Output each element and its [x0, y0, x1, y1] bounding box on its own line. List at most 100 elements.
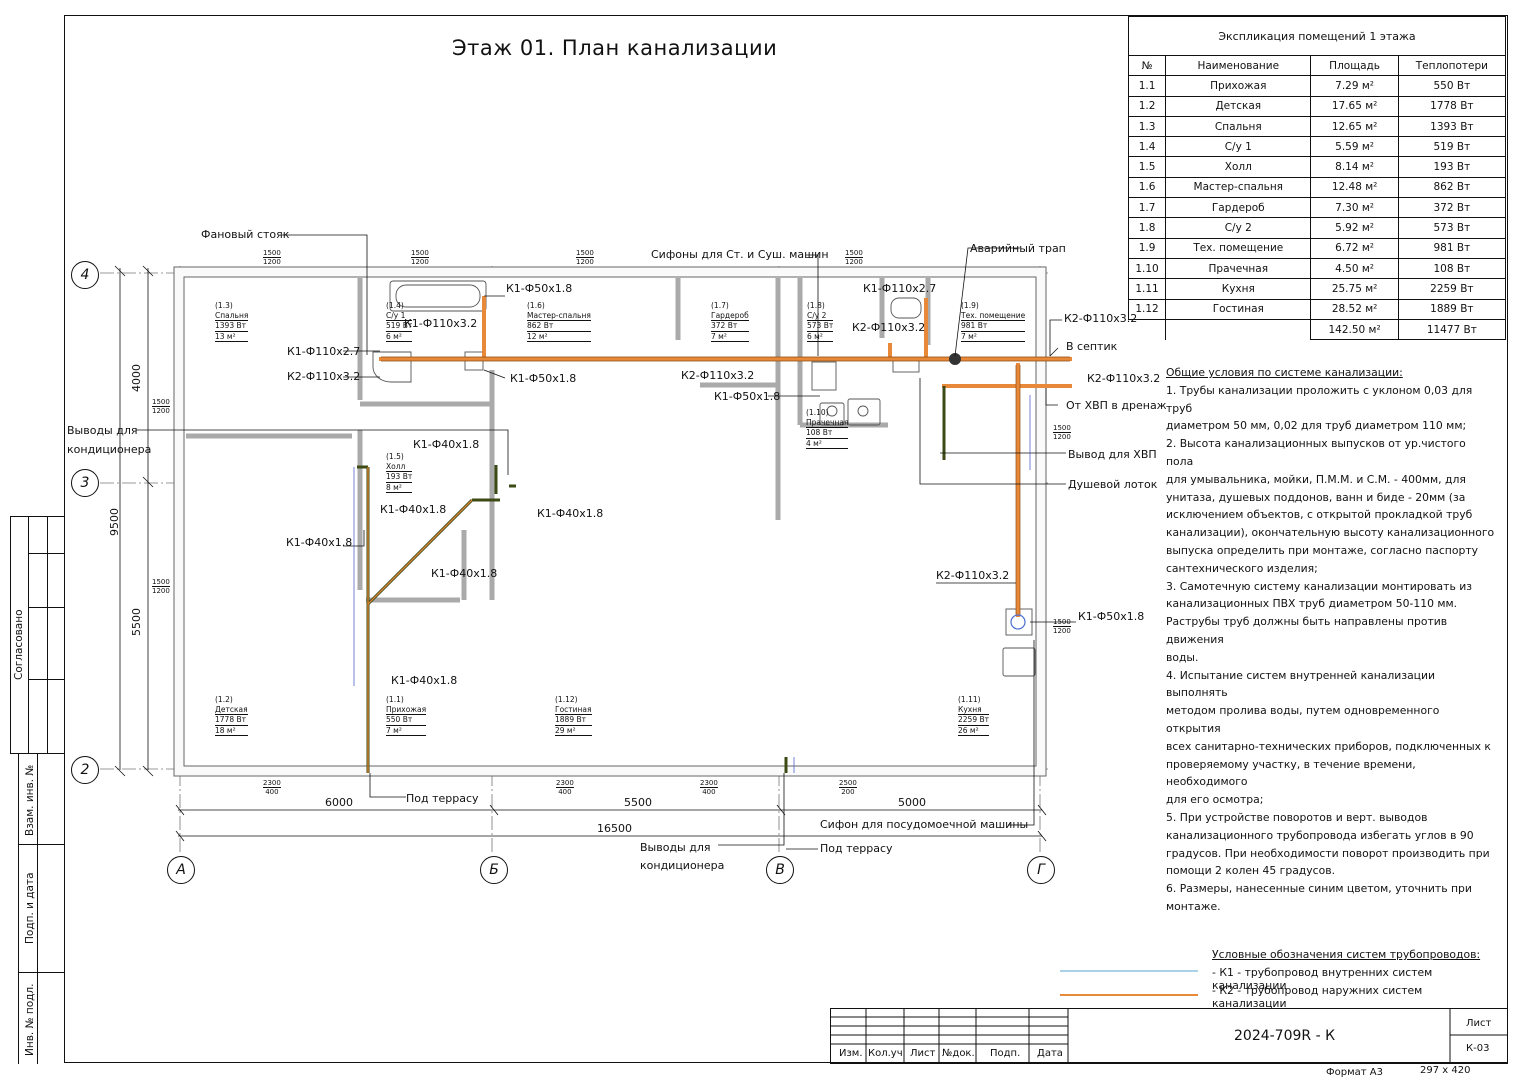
note-line: всех санитарно-технических приборов, под… — [1166, 739, 1491, 753]
dim-9500: 9500 — [108, 508, 121, 536]
room-loss: 573 Вт — [807, 321, 834, 332]
room-id: (1.9) — [961, 301, 979, 310]
room-id: (1.11) — [958, 695, 981, 704]
explication-cell: 1.7 — [1127, 197, 1167, 219]
leader-lines — [136, 234, 1076, 850]
notes-lines: 1. Трубы канализации проложить с уклоном… — [1166, 382, 1496, 916]
room-name: Прачечная — [806, 417, 849, 428]
room-loss: 862 Вт — [527, 321, 591, 332]
shower-tray-label: Душевой лоток — [1068, 478, 1158, 491]
stamp-col: Изм. — [839, 1048, 863, 1059]
drawing-title: Этаж 01. План канализации — [452, 36, 778, 60]
room-area: 26 м² — [958, 726, 989, 736]
siphons-label: Сифоны для Ст. и Суш. машин — [651, 248, 829, 261]
pipe-label: К1-Ф40х1.8 — [286, 536, 353, 549]
ac-outputs-label-2: кондиционера — [640, 859, 725, 872]
room-area: 12 м² — [527, 332, 591, 342]
septic-label: В септик — [1066, 340, 1118, 353]
pipe-label: К1-Ф40х1.8 — [537, 507, 604, 520]
note-line: для умывальника, мойки, П.М.М. и С.М. - … — [1166, 472, 1466, 486]
room-id: (1.7) — [711, 301, 729, 310]
note-line: канализационного трубопровода избегать у… — [1166, 828, 1474, 842]
pipe-label: К1-Ф110х3.2 — [404, 317, 478, 330]
dim-16500: 16500 — [597, 822, 632, 835]
room-area: 13 м² — [215, 332, 249, 342]
emergency-drain-symbol — [949, 353, 961, 365]
stamp-col: Подп. — [990, 1048, 1021, 1059]
note-line: сантехнического изделия; — [1166, 561, 1318, 575]
pipe-label: К1-Ф110х2.7 — [863, 282, 937, 295]
sheet-number: К-03 — [1466, 1043, 1490, 1054]
explication-cell: 12.48 м² — [1310, 176, 1399, 199]
room-loss: 108 Вт — [806, 428, 849, 439]
room-area: 4 м² — [806, 439, 849, 449]
room-id: (1.12) — [555, 695, 578, 704]
agreement-box — [10, 516, 65, 754]
room-id: (1.1) — [386, 695, 404, 704]
room-loss: 550 Вт — [386, 715, 427, 726]
room-name: С/у 2 — [807, 311, 834, 321]
explication-cell: 1.2 — [1127, 95, 1167, 117]
room-area: 7 м² — [711, 332, 749, 342]
room-name: Мастер-спальня — [527, 310, 591, 321]
axis-g: Г — [1027, 856, 1055, 884]
explication-cell: 8.14 м² — [1310, 156, 1399, 178]
room-name: Прихожая — [386, 704, 427, 715]
room-area: 6 м² — [386, 332, 413, 342]
room-area: 6 м² — [807, 332, 834, 342]
explication-table: Экспликация помещений 1 этажа № Наименов… — [1127, 16, 1507, 341]
room-name: Гостиная — [555, 704, 592, 715]
room-id: (1.3) — [215, 301, 233, 310]
room-id: (1.8) — [807, 301, 825, 310]
pipe-label: К1-Ф40х1.8 — [380, 503, 447, 516]
explication-cell: Гардероб — [1165, 197, 1312, 219]
note-line: 3. Самотечную систему канализации монтир… — [1166, 579, 1473, 593]
k1-swatch — [1060, 970, 1198, 972]
ac-outputs-label: Выводы для — [640, 841, 711, 854]
explication-cell: Детская — [1165, 95, 1312, 117]
side-stamp — [18, 754, 65, 1064]
room-loss: 1778 Вт — [215, 715, 248, 726]
k2-swatch — [1060, 994, 1198, 996]
under-terrace-label: Под террасу — [820, 842, 893, 855]
room-area: 7 м² — [386, 726, 427, 736]
explication-cell: 7.29 м² — [1310, 75, 1399, 97]
stamp-col: №док. — [942, 1048, 975, 1059]
room-loss: 981 Вт — [961, 321, 1026, 332]
explication-cell: 5.92 м² — [1310, 217, 1399, 239]
note-line: 1. Трубы канализации проложить с уклоном… — [1166, 383, 1473, 415]
legend-k2: - К2 - трубопровод наружних систем канал… — [1212, 984, 1423, 1010]
stamp-col: Кол.уч — [868, 1048, 903, 1059]
pipe-label: К2-Ф110х3.2 — [936, 569, 1010, 582]
room-loss: 1889 Вт — [555, 715, 592, 726]
explication-cell: 862 Вт — [1397, 176, 1507, 199]
dim-4000: 4000 — [130, 364, 143, 392]
pipe-label: К2-Ф110х3.2 — [852, 321, 926, 334]
note-line: 4. Испытание систем внутренней канализац… — [1166, 668, 1436, 700]
axis-b: Б — [480, 856, 508, 884]
room-name: Кухня — [958, 705, 989, 715]
room-name: Спальня — [215, 310, 249, 321]
room-id: (1.5) — [386, 452, 404, 461]
emergency-drain-label: Аварийный трап — [970, 242, 1066, 255]
explication-cell: Гостиная — [1165, 298, 1312, 320]
title-block-grid — [830, 1008, 1508, 1064]
